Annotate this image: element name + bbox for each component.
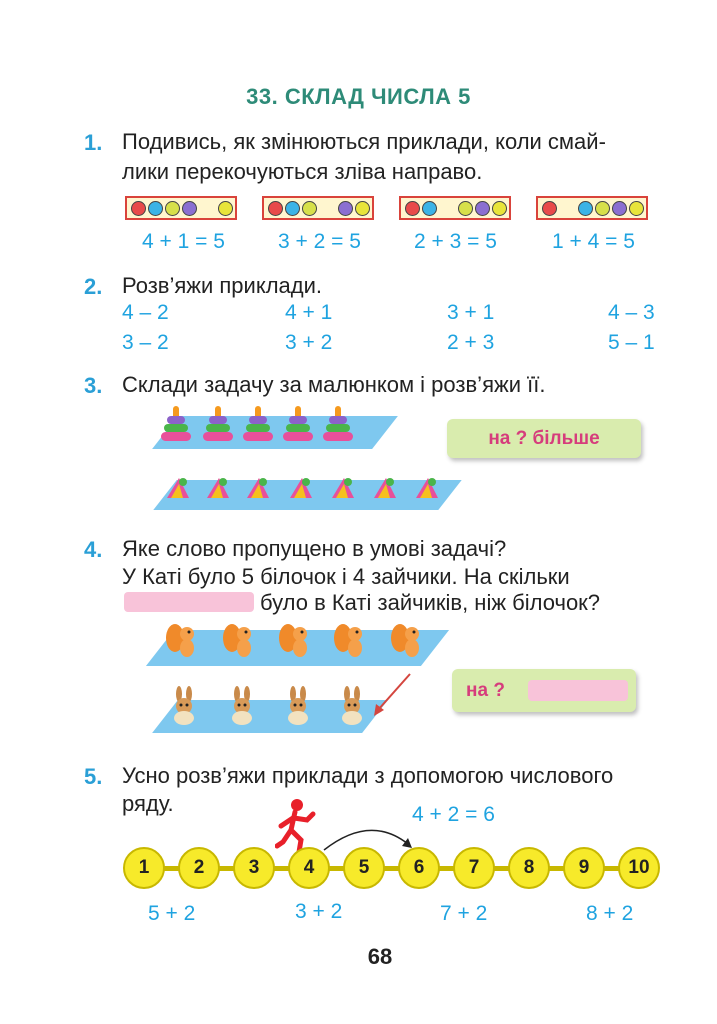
- bunny-icon: [282, 686, 314, 726]
- number-ball-1: 1: [123, 847, 165, 889]
- smiley-icon: [595, 201, 610, 216]
- squirrel-icon: [222, 620, 254, 660]
- smiley-box-4: [536, 196, 648, 220]
- running-figure-icon: [275, 799, 316, 854]
- task-5-bottom-2: 3 + 2: [295, 900, 343, 923]
- smiley-icon: [492, 201, 507, 216]
- smiley-icon: [182, 201, 197, 216]
- pyramid-toy-icon: [240, 406, 276, 448]
- task-5-bottom-3: 7 + 2: [440, 902, 488, 925]
- bunny-icon: [168, 686, 200, 726]
- task-3-number: 3.: [84, 373, 103, 398]
- smiley-icon: [405, 201, 420, 216]
- smiley-box-1: [125, 196, 237, 220]
- smiley-icon: [268, 201, 283, 216]
- page-number: 68: [367, 944, 393, 969]
- smiley-icon: [542, 201, 557, 216]
- task-3-text: Склади задачу за малюнком і розв’яжи її.: [122, 372, 546, 397]
- task-2-r1-c3: 3 + 1: [447, 301, 495, 324]
- task-2-r1-c2: 4 + 1: [285, 301, 333, 324]
- task-3-badge-text: на ? більше: [488, 428, 600, 449]
- toy-icon: [288, 476, 314, 500]
- task-4-line-3: було в Каті зайчиків, ніж білочок?: [260, 590, 601, 615]
- smiley-icon: [338, 201, 353, 216]
- task-2-r2-c2: 3 + 2: [285, 331, 333, 354]
- bunny-icon: [226, 686, 258, 726]
- task-3-badge: на ? більше: [447, 419, 641, 458]
- smiley-icon: [302, 201, 317, 216]
- task-1-example-4: 1 + 4 = 5: [552, 230, 635, 253]
- number-ball-4: 4: [288, 847, 330, 889]
- task-1-line-1: Подивись, як змінюються приклади, коли с…: [122, 129, 606, 154]
- task-1-example-2: 3 + 2 = 5: [278, 230, 361, 253]
- pointer-arrow-icon: [374, 673, 411, 716]
- squirrel-icon: [165, 620, 197, 660]
- toy-icon: [205, 476, 231, 500]
- bunny-icon: [336, 686, 368, 726]
- smiley-icon: [131, 201, 146, 216]
- task-5-bottom-4: 8 + 2: [586, 902, 634, 925]
- number-ball-7: 7: [453, 847, 495, 889]
- smiley-icon: [458, 201, 473, 216]
- squirrel-icon: [333, 620, 365, 660]
- smiley-icon: [629, 201, 644, 216]
- task-2-r2-c3: 2 + 3: [447, 331, 495, 354]
- task-2-r2-c4: 5 – 1: [608, 331, 655, 354]
- smiley-box-3: [399, 196, 511, 220]
- number-ball-10: 10: [618, 847, 660, 889]
- task-1-line-2: лики перекочуються зліва направо.: [122, 159, 483, 184]
- page-title: 33. СКЛАД ЧИСЛА 5: [246, 84, 471, 109]
- number-ball-9: 9: [563, 847, 605, 889]
- pyramid-toy-icon: [280, 406, 316, 448]
- smiley-icon: [475, 201, 490, 216]
- task-4-line-1: Яке слово пропущено в умові задачі?: [122, 536, 507, 561]
- smiley-icon: [355, 201, 370, 216]
- task-5-bottom-1: 5 + 2: [148, 902, 196, 925]
- task-4-number: 4.: [84, 537, 103, 562]
- pyramid-toy-icon: [320, 406, 356, 448]
- number-ball-6: 6: [398, 847, 440, 889]
- hop-arrow-icon: [323, 829, 412, 851]
- task-4-badge: на ?: [452, 669, 636, 712]
- task-4-badge-blank[interactable]: [528, 680, 628, 701]
- task-5-example: 4 + 2 = 6: [412, 803, 495, 826]
- missing-word-blank[interactable]: [124, 592, 254, 612]
- task-2-r1-c1: 4 – 2: [122, 301, 169, 324]
- task-2-r1-c4: 4 – 3: [608, 301, 655, 324]
- task-2-text: Розв’яжи приклади.: [122, 273, 323, 298]
- number-ball-3: 3: [233, 847, 275, 889]
- smiley-icon: [612, 201, 627, 216]
- number-ball-2: 2: [178, 847, 220, 889]
- task-4-line-2: У Каті було 5 білочок і 4 зайчики. На ск…: [122, 564, 570, 589]
- pyramid-toy-icon: [158, 406, 194, 448]
- task-2-number: 2.: [84, 274, 103, 299]
- task-1-example-1: 4 + 1 = 5: [142, 230, 225, 253]
- pyramid-toy-icon: [200, 406, 236, 448]
- toy-icon: [330, 476, 356, 500]
- smiley-box-2: [262, 196, 374, 220]
- task-4-badge-text: на ?: [466, 680, 505, 701]
- task-1-example-3: 2 + 3 = 5: [414, 230, 497, 253]
- smiley-icon: [422, 201, 437, 216]
- task-2-r2-c1: 3 – 2: [122, 331, 169, 354]
- squirrel-icon: [278, 620, 310, 660]
- toy-icon: [245, 476, 271, 500]
- task-5-line-1: Усно розв’яжи приклади з допомогою число…: [122, 763, 614, 788]
- toy-icon: [372, 476, 398, 500]
- smiley-icon: [165, 201, 180, 216]
- task-1-number: 1.: [84, 130, 103, 155]
- number-ball-5: 5: [343, 847, 385, 889]
- toy-icon: [165, 476, 191, 500]
- smiley-icon: [148, 201, 163, 216]
- squirrel-icon: [390, 620, 422, 660]
- task-5-number: 5.: [84, 764, 103, 789]
- toy-icon: [414, 476, 440, 500]
- number-line-track: [140, 866, 640, 871]
- number-ball-8: 8: [508, 847, 550, 889]
- smiley-icon: [578, 201, 593, 216]
- task-5-line-2: ряду.: [122, 791, 174, 816]
- smiley-icon: [285, 201, 300, 216]
- smiley-icon: [218, 201, 233, 216]
